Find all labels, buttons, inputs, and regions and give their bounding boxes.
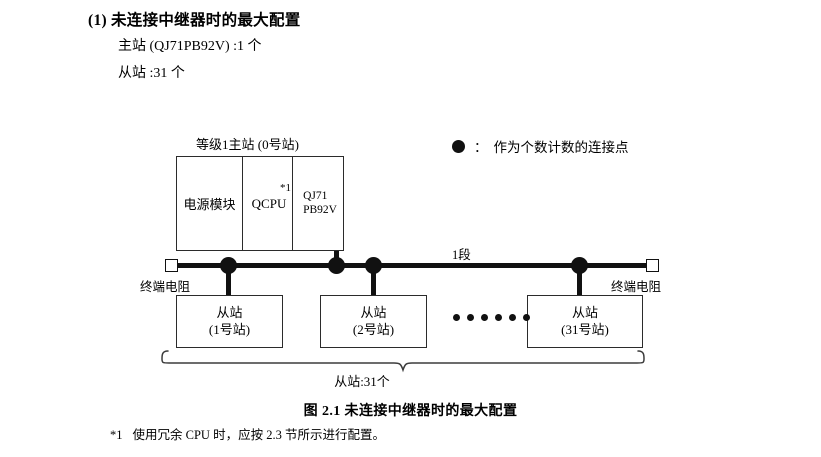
slave-count-label: 从站:31个	[334, 374, 390, 389]
terminator-left-label: 终端电阻	[140, 280, 191, 294]
ellipsis-dot	[495, 314, 502, 321]
connection-node-master	[328, 257, 345, 274]
section-number: (1)	[88, 12, 107, 29]
slave-2-station: (2号站)	[352, 321, 395, 337]
spec-line-master: 主站 (QJ71PB92V) :1 个	[118, 39, 262, 54]
spec-line-slave: 从站 :31 个	[118, 66, 185, 81]
ellipsis-dots	[453, 314, 530, 321]
qcpu-footnote-marker: *1	[280, 182, 291, 194]
connection-node-slave-31	[571, 257, 588, 274]
slave-31-name: 从站	[571, 305, 598, 321]
power-module-label: 电源模块	[183, 197, 236, 212]
legend-colon: ：	[474, 140, 488, 155]
qj71pb92v-line2: PB92V	[303, 203, 337, 216]
power-module-cell: 电源模块	[177, 157, 243, 250]
ellipsis-dot	[509, 314, 516, 321]
qcpu-module-cell: QCPU *1	[243, 157, 293, 250]
qj71pb92v-module-label: QJ71 PB92V	[303, 190, 337, 217]
terminator-left-icon	[165, 259, 178, 272]
ellipsis-dot	[481, 314, 488, 321]
master-station-box: 电源模块 QCPU *1 QJ71 PB92V	[176, 156, 344, 251]
connection-node-slave-2	[365, 257, 382, 274]
slave-station-box-1: 从站 (1号站)	[176, 295, 283, 348]
ellipsis-dot	[467, 314, 474, 321]
qj71pb92v-line1: QJ71	[303, 189, 328, 202]
legend: ： 作为个数计数的连接点	[452, 136, 629, 156]
master-station-label: 等级1主站 (0号站)	[196, 137, 299, 152]
slave-2-name: 从站	[360, 305, 387, 321]
figure-caption: 图 2.1 未连接中继器时的最大配置	[303, 404, 518, 419]
figure-footnote: *1 使用冗余 CPU 时，应按 2.3 节所示进行配置。	[110, 424, 385, 443]
slave-station-box-2: 从站 (2号站)	[320, 295, 427, 348]
ellipsis-dot	[523, 314, 530, 321]
slave-1-station: (1号站)	[208, 321, 251, 337]
footnote-text: 使用冗余 CPU 时，应按 2.3 节所示进行配置。	[132, 428, 385, 442]
qj71pb92v-module-cell: QJ71 PB92V	[293, 157, 343, 250]
terminator-right-label: 终端电阻	[611, 280, 662, 294]
filled-circle-icon	[452, 139, 465, 153]
segment-label: 1段	[452, 248, 471, 262]
section-title: 未连接中继器时的最大配置	[110, 12, 301, 29]
slave-1-drop-wire	[226, 265, 231, 295]
ellipsis-dot	[453, 314, 460, 321]
slave-count-brace	[160, 350, 646, 381]
slave-31-station: (31号站)	[561, 321, 609, 337]
footnote-mark: *1	[110, 428, 123, 442]
qcpu-module-label: QCPU	[251, 195, 287, 211]
connection-node-slave-1	[220, 257, 237, 274]
slave-2-drop-wire	[371, 265, 376, 295]
slave-station-box-31: 从站 (31号站)	[527, 295, 643, 348]
section-heading: (1)未连接中继器时的最大配置	[88, 8, 301, 30]
slave-31-drop-wire	[577, 265, 582, 295]
network-bus-line	[177, 263, 648, 268]
slave-1-name: 从站	[216, 305, 243, 321]
terminator-right-icon	[646, 259, 659, 272]
legend-text: 作为个数计数的连接点	[493, 140, 629, 155]
